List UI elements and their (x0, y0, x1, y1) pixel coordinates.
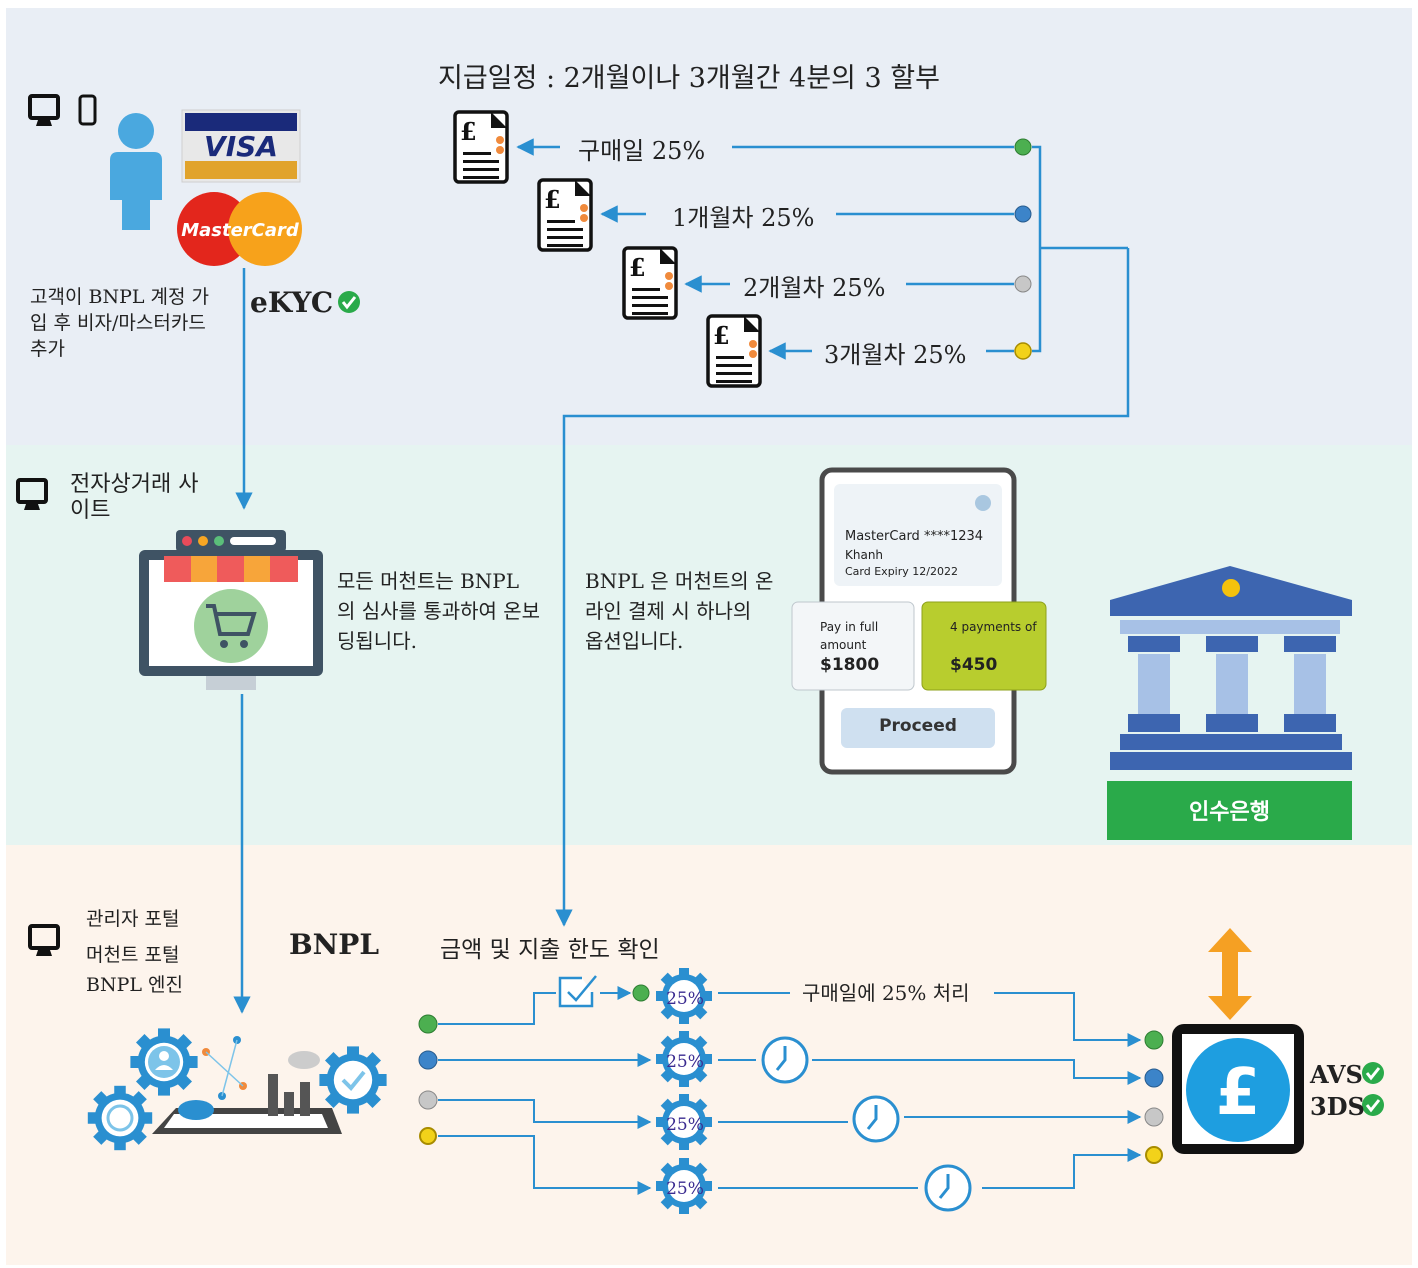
gear-percent-4: 25% (666, 1179, 704, 1199)
installment-label[interactable]: 4 payments of (950, 620, 1037, 634)
visa-card-icon: VISA (181, 109, 301, 183)
start-dot-blue (418, 1050, 438, 1070)
end-dot-green (1144, 1030, 1164, 1050)
ecommerce-desktop-icon (16, 478, 48, 512)
clock-icon-2 (852, 1095, 900, 1143)
double-arrow-icon (1208, 928, 1252, 1020)
schedule-dot-yellow (1014, 342, 1032, 360)
start-dot-yellow (419, 1127, 437, 1145)
visa-logo-text: VISA (204, 130, 278, 163)
schedule-title: 지급일정 : 2개월이나 3개월간 4분의 3 할부 (438, 63, 940, 94)
process-title: 금액 및 지출 한도 확인 (440, 937, 660, 963)
end-dot-gray (1144, 1107, 1164, 1127)
invoice-icon-3 (622, 246, 678, 320)
portal-desktop-icon (28, 924, 60, 958)
pay-in-full-amount: $1800 (820, 655, 880, 675)
gear-percent-2: 25% (666, 1052, 704, 1072)
schedule-dot-green (1014, 138, 1032, 156)
pay-in-full-label[interactable]: Pay in full amount (820, 620, 879, 652)
approval-check-icon (558, 975, 597, 1008)
schedule-lines (516, 138, 1130, 927)
process-lines (438, 986, 1142, 1195)
ecommerce-site-label: 전자상거래 사이트 (70, 472, 199, 523)
shop-monitor-icon (139, 530, 323, 690)
portal-engine-illustration (87, 1028, 387, 1151)
3ds-label: 3DS (1310, 1092, 1365, 1121)
svg-text:£: £ (1216, 1056, 1261, 1130)
mastercard-icon: MasterCard (177, 192, 302, 266)
ekyc-check-icon (338, 291, 360, 313)
start-dot-gray (418, 1090, 438, 1110)
mobile-icon (78, 94, 97, 126)
acquirer-label-box (1107, 781, 1352, 840)
bnpl-option-text: BNPL 은 머천트의 온라인 결제 시 하나의 옵션입니다. (585, 569, 774, 653)
approval-dot-green (632, 984, 650, 1002)
customer-person-icon (110, 113, 162, 230)
schedule-dot-blue (1014, 205, 1032, 223)
phone-mockup (791, 467, 1047, 775)
mastercard-logo-text: MasterCard (181, 220, 300, 241)
gear-percent-3: 25% (666, 1115, 704, 1135)
phone-card-holder: Khanh (845, 548, 884, 562)
merchant-onboarding-text: 모든 머천트는 BNPL 의 심사를 통과하여 온보딩됩니다. (337, 569, 541, 653)
avs-check-icon (1362, 1062, 1384, 1084)
desktop-icon (28, 94, 60, 128)
installment-amount: $450 (950, 655, 998, 675)
portal-line-merchant: 머천트 포털 (86, 944, 180, 966)
customer-description: 고객이 BNPL 계정 가입 후 비자/마스터카드 추가 (30, 286, 209, 360)
invoice-icon-2 (537, 178, 593, 252)
schedule-row-4: 3개월차 25% (814, 335, 977, 370)
invoice-icon-1 (453, 110, 509, 184)
bank-icon (1110, 566, 1352, 770)
proceed-button[interactable]: Proceed (879, 716, 957, 736)
portal-line-engine: BNPL 엔진 (86, 974, 183, 996)
schedule-dot-gray (1014, 275, 1032, 293)
3ds-check-icon (1362, 1094, 1384, 1116)
gear-percent-1: 25% (666, 989, 704, 1009)
schedule-row-1: 구매일 25% (568, 131, 716, 166)
pound-terminal-icon: £ (1172, 1024, 1304, 1154)
portal-line-admin: 관리자 포털 (86, 908, 180, 930)
ekyc-label: eKYC (250, 286, 334, 319)
phone-card-number: MasterCard ****1234 (845, 529, 984, 544)
phone-card-expiry: Card Expiry 12/2022 (845, 565, 958, 578)
acquirer-bank-label: 인수은행 (1189, 800, 1270, 825)
invoice-icon-4 (706, 314, 762, 388)
end-dot-yellow (1145, 1146, 1163, 1164)
avs-label: AVS (1310, 1060, 1363, 1089)
start-dot-green (418, 1014, 438, 1034)
clock-icon-1 (761, 1036, 809, 1084)
schedule-row-2: 1개월차 25% (662, 198, 825, 233)
first-payment-label: 구매일에 25% 처리 (796, 977, 976, 1006)
portal-title: BNPL (289, 928, 380, 961)
end-dot-blue (1144, 1068, 1164, 1088)
schedule-row-3: 2개월차 25% (733, 268, 896, 303)
clock-icon-3 (924, 1164, 972, 1212)
